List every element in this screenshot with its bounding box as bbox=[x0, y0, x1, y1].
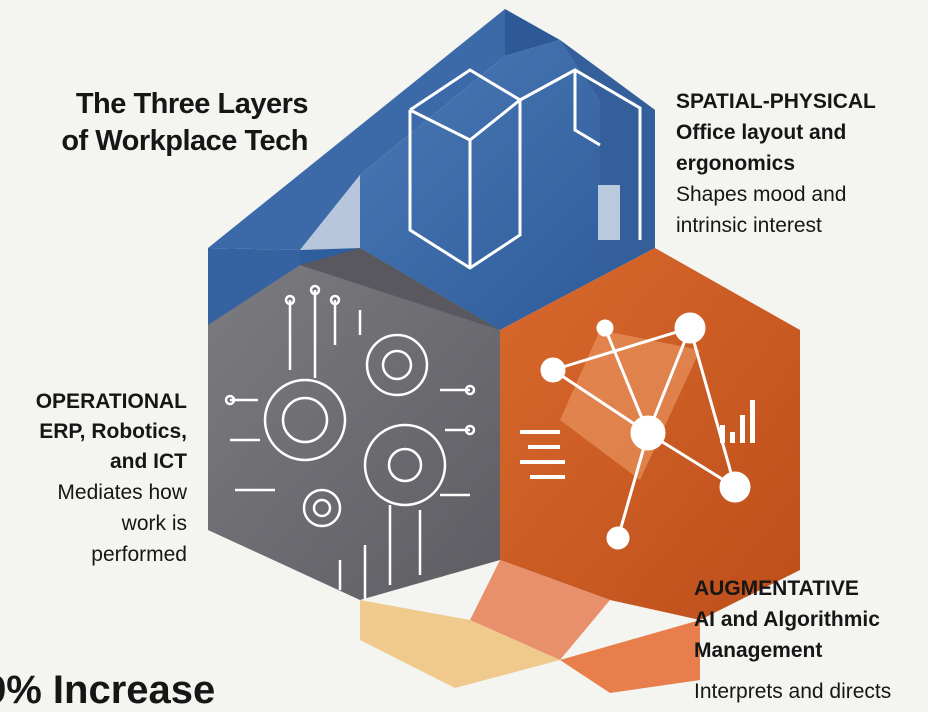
bar-chart-icon bbox=[720, 400, 755, 443]
network-nodes-icon bbox=[520, 312, 751, 550]
title-line-2: of Workplace Tech bbox=[61, 125, 308, 157]
operational-label: OPERATIONAL ERP, Robotics, and ICT Media… bbox=[0, 386, 187, 570]
layers-diagram bbox=[208, 9, 800, 693]
operational-subtitle-line-2: and ICT bbox=[110, 450, 187, 473]
operational-subtitle-line-1: ERP, Robotics, bbox=[39, 420, 187, 443]
spatial-subtitle-line-2: ergonomics bbox=[676, 152, 796, 175]
augmentative-desc-line-1: Interprets and directs bbox=[694, 680, 892, 703]
augmentative-layer-name: AUGMENTATIVE bbox=[694, 577, 859, 600]
footer-stat-text: 9% Increase bbox=[0, 668, 216, 712]
augmentative-subtitle-line-1: AI and Algorithmic bbox=[694, 608, 880, 631]
cube-outline-icon bbox=[408, 68, 642, 270]
spatial-subtitle-line-1: Office layout and bbox=[676, 121, 847, 144]
operational-desc-line-1: Mediates how bbox=[57, 481, 187, 504]
operational-block bbox=[208, 248, 500, 600]
spatial-layer-name: SPATIAL-PHYSICAL bbox=[676, 90, 876, 113]
operational-desc-line-3: performed bbox=[91, 543, 187, 566]
augmentative-block bbox=[360, 248, 800, 693]
augmentative-subtitle-line-2: Management bbox=[694, 639, 823, 662]
spatial-physical-label: SPATIAL-PHYSICAL Office layout and ergon… bbox=[676, 86, 921, 241]
title-line-1: The Three Layers bbox=[75, 88, 309, 120]
operational-desc-line-2: work is bbox=[121, 512, 187, 535]
gears-circuit-icon bbox=[224, 284, 476, 600]
spatial-desc-line-2: intrinsic interest bbox=[676, 214, 822, 237]
augmentative-label: AUGMENTATIVE AI and Algorithmic Manageme… bbox=[694, 573, 926, 707]
diagram-title: The Three Layers of Workplace Tech bbox=[22, 86, 308, 160]
operational-layer-name: OPERATIONAL bbox=[35, 390, 187, 413]
spatial-desc-line-1: Shapes mood and bbox=[676, 183, 847, 206]
